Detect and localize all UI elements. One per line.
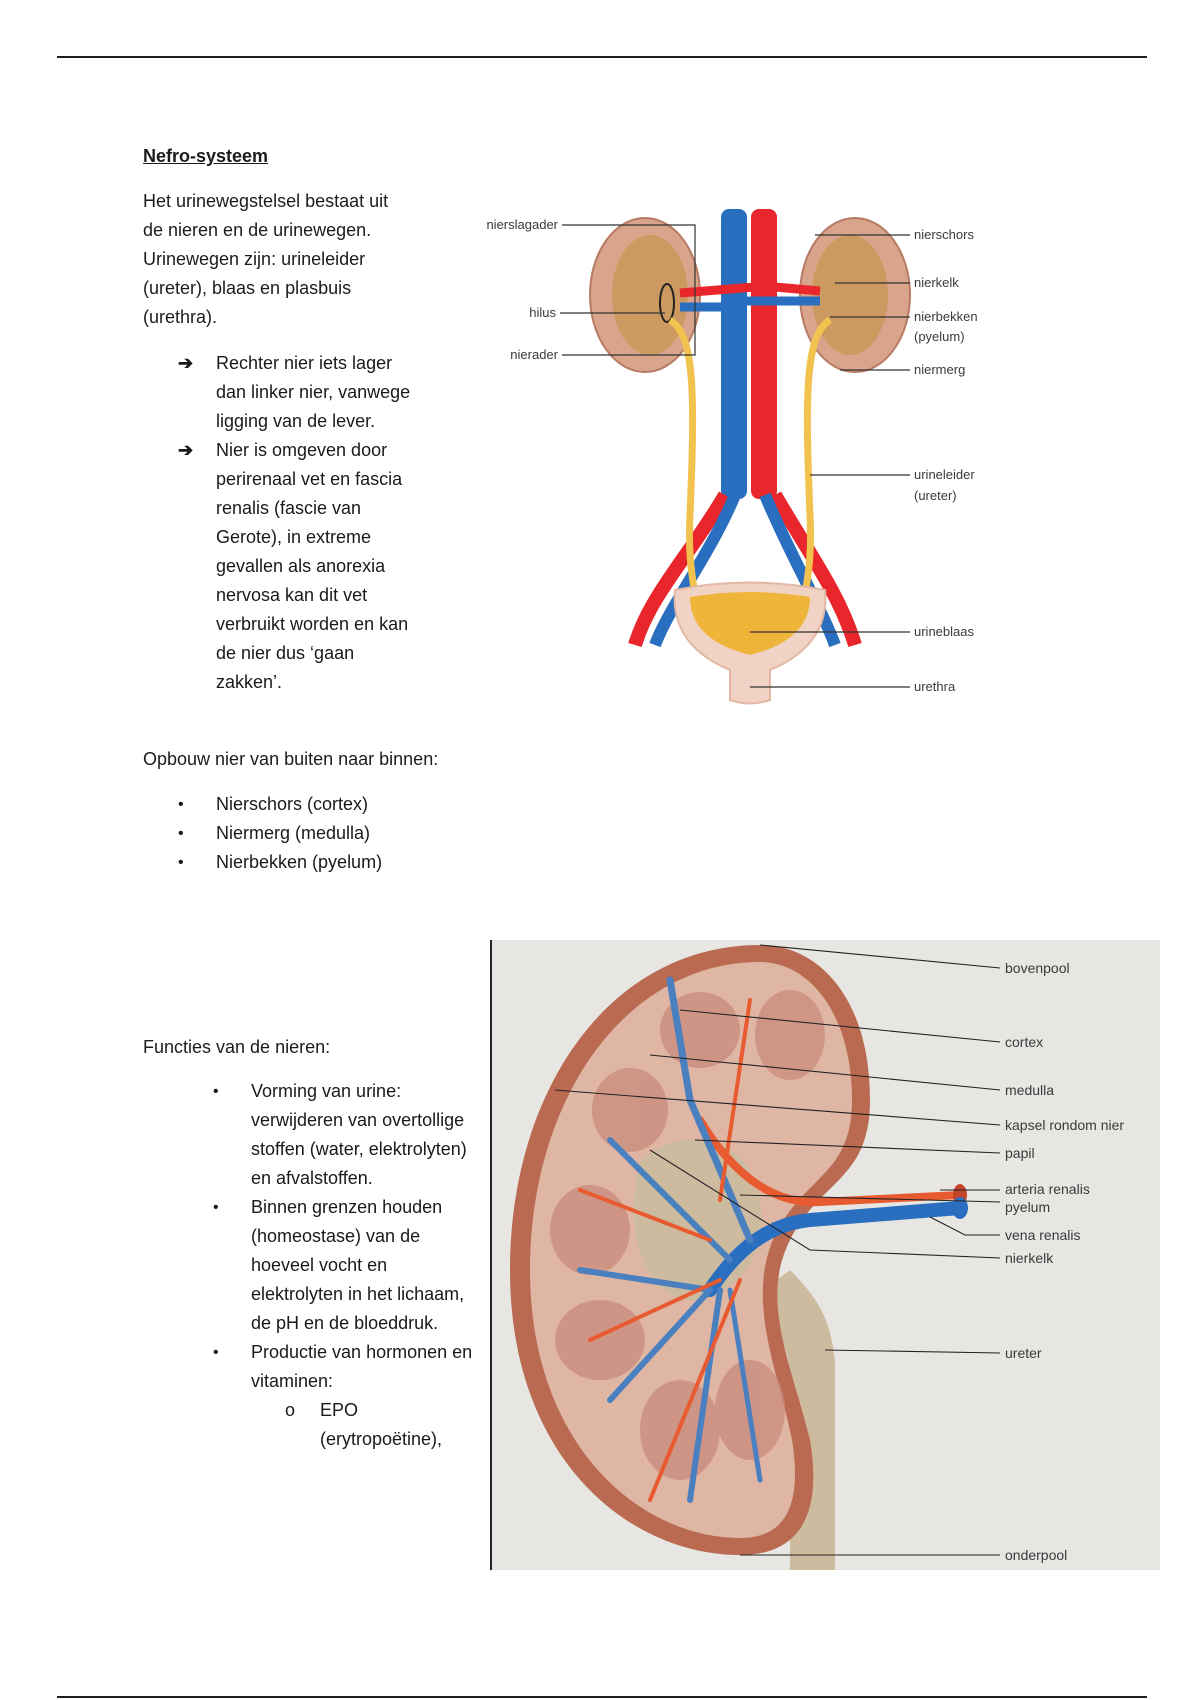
section-title: Nefro-systeem xyxy=(143,146,269,166)
list-item-text: Nierschors (cortex) xyxy=(216,794,369,814)
label-pyelum: pyelum xyxy=(1005,1199,1050,1215)
iliac-artery-right xyxy=(768,491,862,648)
list-item: • Productie van hormonen en vitaminen: xyxy=(213,1338,473,1396)
label-onderpool: onderpool xyxy=(1005,1547,1067,1563)
arrow-icon: ➔ xyxy=(178,353,194,373)
bladder xyxy=(690,592,810,655)
iliac-artery-left xyxy=(628,491,732,648)
list-item: • Niermerg (medulla) xyxy=(178,819,382,848)
list-item: • Nierbekken (pyelum) xyxy=(178,848,382,877)
sub-list-item-text: EPO (erytropoëtine), xyxy=(320,1400,443,1449)
label-ureter: ureter xyxy=(1005,1345,1042,1361)
kidney-right-medulla xyxy=(612,235,688,355)
list-item: • Vorming van urine: verwijderen van ove… xyxy=(213,1077,473,1193)
header-rule xyxy=(57,56,1147,58)
list-item-text: Nierbekken (pyelum) xyxy=(216,852,383,872)
label-pyelum: (pyelum) xyxy=(914,329,965,344)
label-papil: papil xyxy=(1005,1145,1035,1161)
list-item-text: Vorming van urine: verwijderen van overt… xyxy=(251,1081,467,1188)
urinary-system-figure: nierslagader hilus nierader nierschors n… xyxy=(486,209,978,705)
iliac-vein-right xyxy=(759,492,841,648)
aorta xyxy=(751,209,777,499)
label-ureter: (ureter) xyxy=(914,488,957,503)
label-nierkelk: nierkelk xyxy=(914,275,959,290)
label-nierschors: nierschors xyxy=(914,227,974,242)
arrow-icon: ➔ xyxy=(178,440,194,460)
list-item-text: Productie van hormonen en vitaminen: xyxy=(251,1342,473,1391)
label-nierader: nierader xyxy=(510,347,558,362)
label-nierslagader: nierslagader xyxy=(486,217,558,232)
label-nierbekken: nierbekken xyxy=(914,309,978,324)
label-bovenpool: bovenpool xyxy=(1005,960,1070,976)
functies-heading: Functies van de nieren: xyxy=(143,1037,331,1057)
arrow-item-text: Nier is omgeven door perirenaal vet en f… xyxy=(216,440,409,692)
sub-bullet-icon: o xyxy=(285,1400,296,1420)
ureter-left xyxy=(801,317,833,596)
kidney-labels: bovenpool cortex medulla kapsel rondom n… xyxy=(1005,960,1124,1563)
label-medulla: medulla xyxy=(1005,1082,1054,1098)
label-urethra: urethra xyxy=(914,679,956,694)
list-item-text: Binnen grenzen houden (homeostase) van d… xyxy=(251,1197,465,1333)
arrow-item: ➔ Rechter nier iets lager dan linker nie… xyxy=(178,349,438,436)
hilus-marker xyxy=(659,283,675,323)
intro-paragraph: Het urinewegstelsel bestaat uit de niere… xyxy=(143,191,389,327)
kidney-cross-section-figure: bovenpool cortex medulla kapsel rondom n… xyxy=(490,940,1160,1570)
list-item: • Binnen grenzen houden (homeostase) van… xyxy=(213,1193,473,1338)
bullet-icon: • xyxy=(213,1344,219,1361)
opbouw-heading: Opbouw nier van buiten naar binnen: xyxy=(143,749,439,769)
bullet-icon: • xyxy=(178,825,184,842)
label-kapsel: kapsel rondom nier xyxy=(1005,1117,1124,1133)
list-item: • Nierschors (cortex) xyxy=(178,790,382,819)
arrow-list: ➔ Rechter nier iets lager dan linker nie… xyxy=(178,349,438,697)
renal-artery-left xyxy=(774,282,821,296)
kidney-left-medulla xyxy=(812,235,888,355)
label-nierkelk: nierkelk xyxy=(1005,1250,1054,1266)
footer-rule xyxy=(57,1696,1147,1698)
ureter-right xyxy=(667,317,699,596)
arrow-item: ➔ Nier is omgeven door perirenaal vet en… xyxy=(178,436,438,697)
functies-list: • Vorming van urine: verwijderen van ove… xyxy=(213,1077,473,1454)
sub-list-item: o EPO (erytropoëtine), xyxy=(285,1396,473,1454)
arrow-item-text: Rechter nier iets lager dan linker nier,… xyxy=(216,353,411,431)
label-hilus: hilus xyxy=(529,305,556,320)
opbouw-list: • Nierschors (cortex) • Niermerg (medull… xyxy=(178,790,382,877)
label-urineblaas: urineblaas xyxy=(914,624,974,639)
leader-lines xyxy=(554,944,1001,1556)
renal-artery-right xyxy=(679,282,756,298)
label-urineleider: urineleider xyxy=(914,467,975,482)
bullet-icon: • xyxy=(178,796,184,813)
leader-lines xyxy=(560,224,910,688)
bullet-icon: • xyxy=(213,1199,219,1216)
label-niermerg: niermerg xyxy=(914,362,965,377)
label-cortex: cortex xyxy=(1005,1034,1043,1050)
bullet-icon: • xyxy=(213,1083,219,1100)
label-vena-renalis: vena renalis xyxy=(1005,1227,1081,1243)
vena-cava xyxy=(721,209,747,499)
renal-vessels xyxy=(577,976,967,1503)
list-item-text: Niermerg (medulla) xyxy=(216,823,371,843)
bullet-icon: • xyxy=(178,854,184,871)
label-arteria-renalis: arteria renalis xyxy=(1005,1181,1090,1197)
